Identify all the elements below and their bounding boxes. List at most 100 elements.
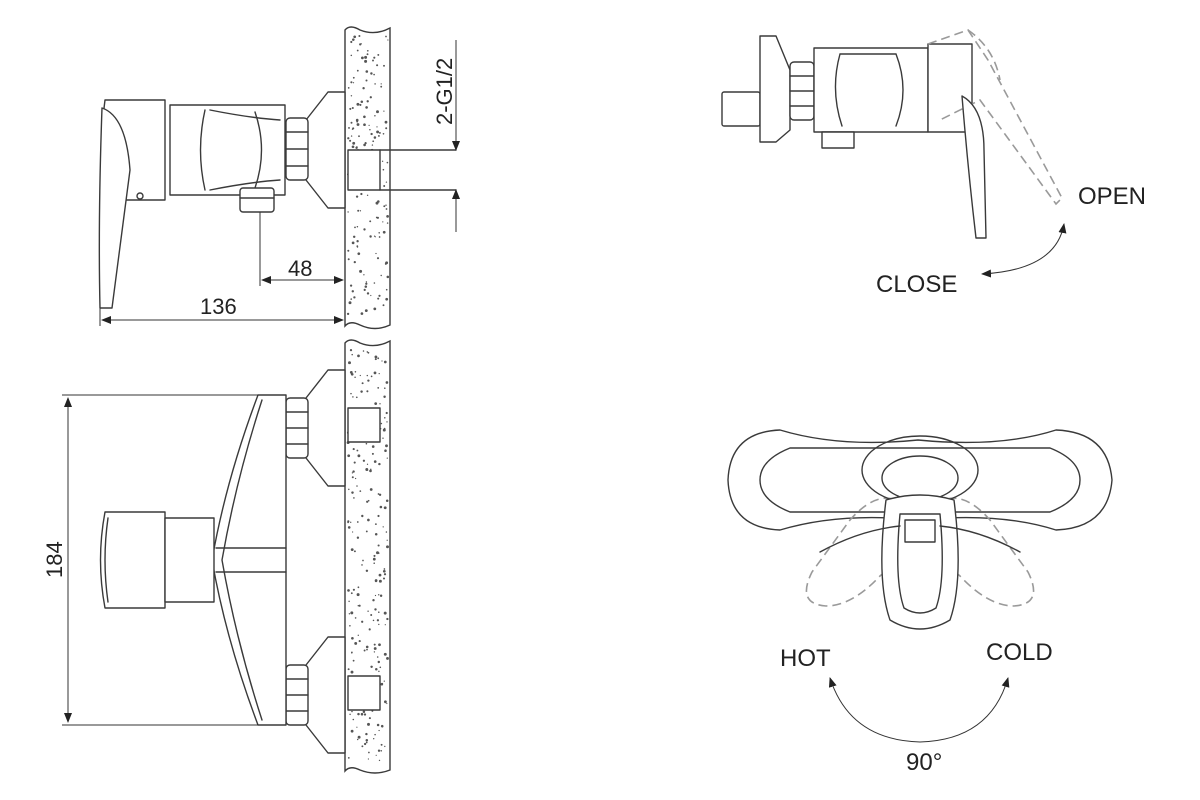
wall-speck [351, 472, 354, 474]
wall-speck [363, 228, 366, 231]
wall-speck [351, 353, 353, 356]
wall-speck [356, 226, 359, 228]
wall-speck [357, 454, 361, 458]
wall-speck [351, 710, 353, 713]
wall-speck [357, 252, 361, 256]
wall-speck [377, 514, 380, 518]
wall-speck [385, 297, 389, 301]
wall-speck [369, 235, 372, 238]
wall-speck [380, 749, 383, 752]
wall-speck [374, 523, 377, 526]
wall-speck [346, 312, 350, 316]
wall-speck [348, 301, 352, 305]
wall-speck [378, 462, 381, 466]
wall-speck [383, 427, 386, 430]
wall-speck [370, 614, 373, 616]
wall-speck [370, 132, 373, 136]
wall-speck [366, 463, 369, 465]
wall-speck [363, 115, 366, 119]
wall-speck [368, 628, 371, 631]
wall-speck [349, 348, 353, 352]
wall-speck [376, 551, 379, 555]
wall-speck [365, 79, 368, 82]
lever-open-close-view: OPEN CLOSE [721, 29, 1146, 298]
wall-speck [361, 745, 364, 748]
height-dimension: 184 [42, 394, 258, 726]
wall-speck [368, 717, 371, 720]
wall-speck [349, 625, 351, 627]
wall-speck [386, 215, 389, 218]
wall-speck [347, 454, 351, 458]
wall-speck [383, 568, 386, 570]
handle-top-view [819, 435, 1021, 630]
wall-speck [383, 205, 386, 208]
wall-speck [373, 643, 376, 646]
wall-speck [384, 624, 386, 626]
wall-speck [380, 724, 384, 728]
wall-speck [383, 573, 387, 576]
wall-speck [386, 457, 388, 459]
wall-speck [376, 64, 379, 67]
wall-speck [356, 240, 359, 243]
cold-label: COLD [986, 639, 1053, 666]
wall-speck [352, 141, 356, 145]
wall-speck [376, 110, 379, 114]
wall-speck [366, 292, 370, 295]
total-depth-dimension: 136 [99, 294, 344, 326]
wall-speck [350, 392, 352, 395]
wall-speck [363, 742, 367, 746]
wall-speck [372, 619, 375, 622]
wall-speck [356, 123, 360, 126]
wall-speck [354, 371, 357, 373]
wall-speck [386, 421, 388, 423]
wall-speck [377, 297, 380, 300]
wall-speck [382, 437, 384, 439]
wall-speck [353, 550, 356, 553]
wall-speck [370, 294, 372, 297]
wall-speck [356, 536, 360, 539]
wall-speck [352, 588, 355, 591]
lower-flange-front [305, 636, 346, 754]
wall-speck [352, 659, 355, 662]
lever-closed [961, 95, 987, 239]
wall-speck [366, 49, 369, 52]
wall-speck [354, 641, 358, 645]
wall-speck [385, 381, 389, 384]
wall-speck [383, 506, 387, 510]
close-label: CLOSE [876, 271, 957, 298]
wall-speck [353, 296, 356, 299]
wall-speck [362, 87, 365, 90]
wall-speck [386, 222, 389, 224]
wall-speck [373, 371, 377, 375]
wall-speck [349, 107, 352, 110]
wall-speck [385, 411, 388, 415]
wall-speck [349, 139, 352, 142]
wall-speck [367, 499, 370, 502]
wall-speck [377, 493, 380, 495]
wall-speck [350, 548, 354, 552]
wall-speck [353, 497, 355, 499]
wall-speck [347, 521, 349, 524]
wall-speck [350, 298, 353, 300]
wall-speck [356, 120, 359, 123]
upper-inlet-front [347, 407, 381, 443]
wall-speck [372, 557, 376, 561]
angle-label: 90° [906, 749, 942, 776]
wall-speck [356, 49, 359, 52]
wall-speck [380, 83, 382, 85]
wall-speck [383, 360, 387, 364]
wall-speck [380, 743, 383, 746]
total-depth-label: 136 [200, 294, 237, 319]
wall-speck [383, 185, 386, 187]
wall-speck [386, 656, 389, 660]
wall-speck [355, 195, 359, 198]
wall-speck [373, 651, 376, 653]
wall-speck [359, 490, 362, 492]
wall-speck [355, 396, 358, 399]
hot-label: HOT [780, 645, 831, 672]
wall-speck [374, 594, 377, 597]
wall-speck [377, 357, 380, 360]
wall-inlet-pipe [347, 149, 457, 191]
wall-speck [374, 355, 378, 359]
wall-speck [353, 35, 357, 39]
